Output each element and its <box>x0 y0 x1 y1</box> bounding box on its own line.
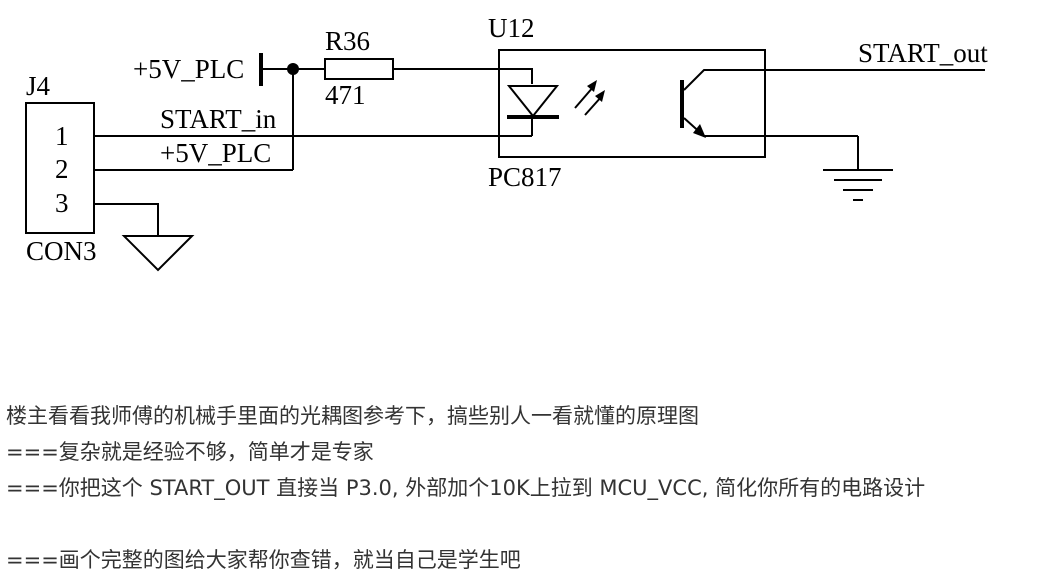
net-label-5v-top: +5V_PLC <box>133 54 244 84</box>
connector-pin-2: 2 <box>55 154 69 184</box>
ground-symbol-left <box>121 235 195 272</box>
connector-pin-1: 1 <box>55 121 69 151</box>
light-arrow-1-head-icon <box>587 80 597 92</box>
light-arrow-2-head-icon <box>595 90 605 102</box>
connector-ref-label: J4 <box>26 71 51 101</box>
light-arrow-1 <box>574 85 595 109</box>
wire-resistor-to-anode <box>393 68 533 84</box>
transistor-emitter <box>683 117 858 137</box>
schematic-diagram: J4 CON3 1 2 3 START_in +5V_PLC +5V_PLC R… <box>25 13 988 272</box>
transistor-collector <box>683 69 765 91</box>
optocoupler-value-label: PC817 <box>488 162 562 192</box>
optocoupler-u12-body <box>498 49 766 158</box>
post-line-4 <box>6 506 1036 542</box>
transistor-emitter-arrow-icon <box>693 124 706 138</box>
optocoupler-ref-label: U12 <box>488 13 535 43</box>
junction-dot <box>287 63 299 75</box>
forum-post-text: 楼主看看我师傅的机械手里面的光耦图参考下，搞些别人一看就懂的原理图 ===复杂就… <box>6 398 1036 578</box>
resistor-value-label: 471 <box>325 80 366 110</box>
wire-pin3-ground <box>94 203 159 236</box>
post-line-2: ===复杂就是经验不够，简单才是专家 <box>6 440 374 464</box>
connector-pin-3: 3 <box>55 188 69 218</box>
connector-j4-body <box>25 102 95 234</box>
net-label-5v-pin2: +5V_PLC <box>160 138 271 168</box>
connector-value-label: CON3 <box>26 236 97 266</box>
post-line-1: 楼主看看我师傅的机械手里面的光耦图参考下，搞些别人一看就懂的原理图 <box>6 404 699 428</box>
resistor-r36 <box>324 58 394 80</box>
net-label-start-out: START_out <box>858 38 988 68</box>
led-diode-icon <box>506 85 560 118</box>
net-label-start-in: START_in <box>160 104 277 134</box>
resistor-ref-label: R36 <box>325 26 370 56</box>
post-line-5: ===画个完整的图给大家帮你查错，就当自己是学生吧 <box>6 548 521 572</box>
post-line-3: ===你把这个 START_OUT 直接当 P3.0, 外部加个10K上拉到 M… <box>6 476 926 500</box>
